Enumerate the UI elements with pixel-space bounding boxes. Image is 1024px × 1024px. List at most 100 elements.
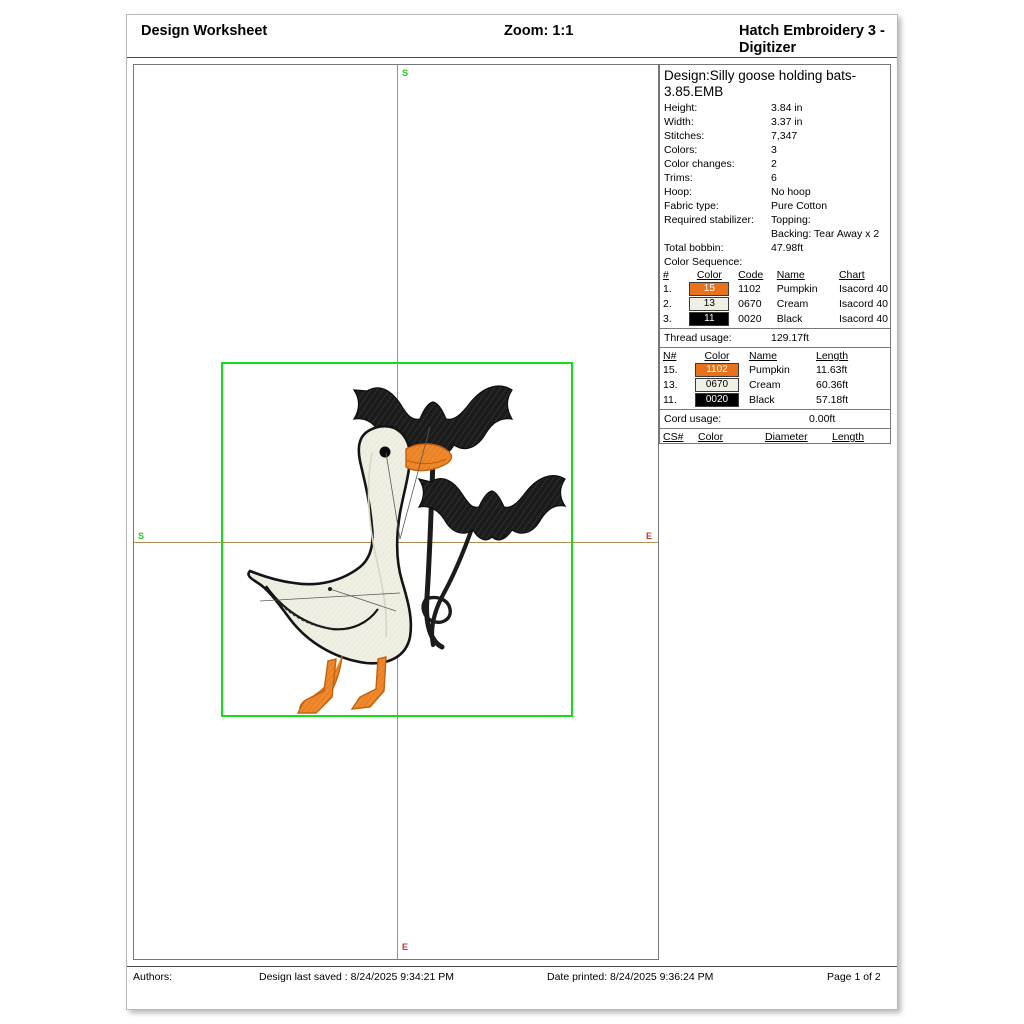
- footer-date-printed: Date printed: 8/24/2025 9:36:24 PM: [547, 971, 714, 983]
- table-row-stabilizer-backing: Backing: Tear Away x 2: [660, 227, 890, 241]
- property-value: 7,347: [771, 129, 798, 142]
- stabilizer-key-spacer: [660, 227, 767, 241]
- table-row: Thread usage: 129.17ft: [660, 331, 890, 345]
- axis-marker-left-start: S: [138, 531, 145, 541]
- col-header-cord-diameter: Diameter: [765, 431, 808, 443]
- color-swatch-cell: 15: [683, 281, 736, 296]
- col-header-name: Name: [776, 269, 805, 281]
- cord-usage-key: Cord usage:: [664, 412, 722, 425]
- col-header-thread-name: Name: [749, 350, 778, 362]
- thread-name: Pumpkin: [749, 363, 790, 376]
- divider: [660, 409, 890, 410]
- table-row: Color changes: 2: [660, 157, 890, 171]
- stabilizer-topping: Topping:: [771, 213, 811, 226]
- design-properties-table: Height: 3.84 in Width: 3.37 in Stitches:…: [660, 101, 890, 255]
- table-row: Fabric type: Pure Cotton: [660, 199, 890, 213]
- thread-name: Cream: [749, 378, 781, 391]
- color-code: 0020: [738, 312, 762, 325]
- page-footer: Authors: Design last saved : 8/24/2025 9…: [127, 966, 897, 1009]
- stabilizer-key: Required stabilizer:: [664, 213, 754, 226]
- col-header-thread-number: N#: [663, 350, 677, 362]
- thread-length-table: N# Color Name Length 15. 1102 Pumpkin 11…: [660, 350, 890, 407]
- color-swatch: 1102: [695, 362, 739, 377]
- col-header-number: #: [663, 269, 669, 281]
- property-key: Width:: [664, 115, 694, 128]
- embroidery-artwork-goose-with-bats: [247, 385, 567, 714]
- table-row: Stitches: 7,347: [660, 129, 890, 143]
- table-row: 15. 1102 Pumpkin 11.63ft: [660, 362, 890, 377]
- table-row: Colors: 3: [660, 143, 890, 157]
- col-header-cord-number: CS#: [663, 431, 684, 443]
- thread-number: 11.: [663, 393, 677, 406]
- color-swatch: 11: [689, 311, 730, 326]
- color-chart: Isacord 40: [838, 282, 888, 295]
- table-header-row: N# Color Name Length: [660, 350, 890, 362]
- table-row-stabilizer: Required stabilizer: Topping:: [660, 213, 890, 227]
- property-key: Hoop:: [664, 185, 693, 198]
- sequence-number: 3.: [663, 312, 672, 325]
- color-sequence-label: Color Sequence:: [664, 256, 743, 268]
- col-header-cord-length: Length: [832, 431, 865, 443]
- table-row: Cord usage: 0.00ft: [660, 412, 890, 426]
- property-key: Colors:: [664, 143, 698, 156]
- thread-usage-summary: Thread usage: 129.17ft: [660, 331, 890, 345]
- app-title: Hatch Embroidery 3 - Digitizer: [739, 23, 885, 56]
- color-name: Cream: [776, 297, 809, 310]
- thread-length: 57.18ft: [816, 393, 849, 406]
- design-file-name: Design:Silly goose holding bats-3.85.EMB: [664, 68, 857, 99]
- color-name: Black: [776, 312, 803, 325]
- col-header-thread-length: Length: [816, 350, 849, 362]
- property-value: 3: [771, 143, 777, 156]
- page-header: Design Worksheet Zoom: 1:1 Hatch Embroid…: [127, 15, 897, 58]
- design-canvas[interactable]: S S E E: [133, 64, 659, 960]
- design-info-box: Design:Silly goose holding bats-3.85.EMB…: [659, 64, 891, 444]
- thread-swatch-cell: 1102: [687, 362, 746, 377]
- total-bobbin-value: 47.98ft: [771, 241, 804, 254]
- worksheet-title: Design Worksheet: [141, 23, 268, 39]
- property-value: 3.37 in: [771, 115, 803, 128]
- sequence-number: 2.: [663, 297, 672, 310]
- thread-swatch-cell: 0670: [687, 377, 746, 392]
- property-key: Trims:: [664, 171, 693, 184]
- divider: [660, 328, 890, 329]
- footer-last-saved: Design last saved : 8/24/2025 9:34:21 PM: [259, 971, 454, 983]
- property-key: Stitches:: [664, 129, 705, 142]
- thread-length: 11.63ft: [816, 363, 848, 376]
- sequence-number: 1.: [663, 282, 672, 295]
- col-header-thread-color: Color: [704, 350, 730, 362]
- thread-number: 13.: [663, 378, 678, 391]
- color-code: 0670: [738, 297, 762, 310]
- table-row: 2. 13 0670 Cream Isacord 40: [660, 296, 890, 311]
- table-row: 11. 0020 Black 57.18ft: [660, 392, 890, 407]
- total-bobbin-key: Total bobbin:: [664, 241, 724, 254]
- color-swatch: 0670: [695, 377, 739, 392]
- thread-length: 60.36ft: [816, 378, 849, 391]
- property-key: Color changes:: [664, 157, 735, 170]
- col-header-chart: Chart: [838, 269, 865, 281]
- cord-usage-value: 0.00ft: [809, 412, 836, 425]
- table-header-row: CS# Color Diameter Length: [660, 431, 890, 443]
- col-header-color: Color: [696, 269, 722, 281]
- color-name: Pumpkin: [776, 282, 818, 295]
- table-row: Hoop: No hoop: [660, 185, 890, 199]
- table-row: Total bobbin: 47.98ft: [660, 241, 890, 255]
- table-row: 1. 15 1102 Pumpkin Isacord 40: [660, 281, 890, 296]
- table-row: Width: 3.37 in: [660, 115, 890, 129]
- property-value: 3.84 in: [771, 101, 803, 114]
- property-value: No hoop: [771, 185, 811, 198]
- property-key: Fabric type:: [664, 199, 719, 212]
- design-info-panel: Design:Silly goose holding bats-3.85.EMB…: [659, 64, 891, 960]
- zoom-level: Zoom: 1:1: [504, 23, 574, 39]
- table-row: Height: 3.84 in: [660, 101, 890, 115]
- stabilizer-backing: Backing: Tear Away x 2: [771, 227, 880, 240]
- property-value: 6: [771, 171, 777, 184]
- table-header-row: # Color Code Name Chart: [660, 269, 890, 281]
- color-code: 1102: [738, 282, 761, 295]
- axis-marker-right-end: E: [646, 531, 653, 541]
- property-value: 2: [771, 157, 777, 170]
- thread-usage-key: Thread usage:: [664, 331, 732, 344]
- color-swatch-cell: 11: [683, 311, 736, 326]
- footer-authors: Authors:: [133, 971, 173, 983]
- property-value: Pure Cotton: [771, 199, 828, 212]
- worksheet-body: S S E E: [127, 58, 897, 966]
